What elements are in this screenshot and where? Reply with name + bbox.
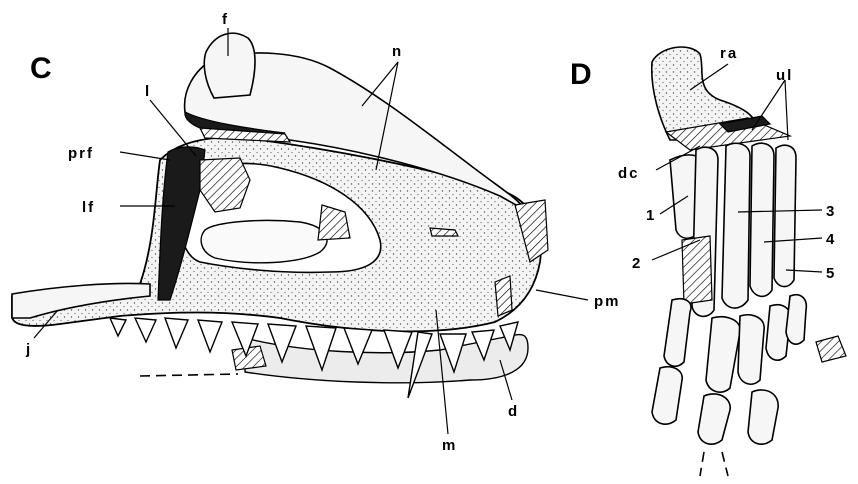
label-n: n <box>392 43 403 60</box>
phalanx-digit-1 <box>663 297 692 368</box>
orbit-shadow <box>157 146 206 301</box>
hatched-fragment-4 <box>494 275 513 317</box>
metacarpal-3 <box>721 142 751 309</box>
metacarpal-5 <box>773 144 797 288</box>
phalanx-digit-3 <box>737 314 765 385</box>
label-digit-2: 2 <box>632 255 642 272</box>
label-j: j <box>25 341 32 358</box>
metacarpal-4 <box>749 142 775 298</box>
upper-teeth <box>108 317 519 399</box>
label-f: f <box>222 11 229 28</box>
label-digit-1: 1 <box>646 207 656 224</box>
phalanx-digit-2 <box>705 316 741 393</box>
inner-fenestra <box>200 219 328 264</box>
phalanx-digit-1b <box>651 365 683 425</box>
hatched-fragment-5 <box>231 345 267 371</box>
hatched-fragment-3 <box>514 199 549 263</box>
nasal-hatch <box>198 127 292 143</box>
metacarpal-hatch <box>681 235 713 305</box>
phalanx-digit-4 <box>765 304 792 361</box>
panel-label-c: C <box>30 52 52 85</box>
label-digit-5: 5 <box>826 265 836 282</box>
label-dc: dc <box>618 165 640 182</box>
label-digit-3: 3 <box>826 203 836 220</box>
frontal-bone <box>203 32 256 99</box>
phalanx-digit-3b <box>747 389 779 445</box>
label-ul: ul <box>776 67 793 84</box>
skull-drawing <box>11 28 589 435</box>
jaw-dashed-outline <box>139 373 239 377</box>
ungual-claw <box>699 451 729 477</box>
phalanx-digit-2b <box>697 393 731 445</box>
label-m: m <box>442 437 457 454</box>
label-l: l <box>145 83 151 100</box>
hatched-fragment-6 <box>429 227 459 237</box>
manus-drawing <box>650 46 847 477</box>
hatched-fragment-1 <box>199 157 251 213</box>
panel-label-d: D <box>570 58 592 91</box>
loose-fragment <box>815 335 847 363</box>
phalanx-digit-5 <box>785 294 808 345</box>
label-lf: lf <box>82 199 95 216</box>
label-d: d <box>508 403 519 420</box>
hatched-fragment-2 <box>317 204 351 241</box>
jugal-bone <box>11 282 151 319</box>
distal-carpal <box>718 115 772 133</box>
label-digit-4: 4 <box>826 231 836 248</box>
label-prf: prf <box>68 145 94 162</box>
label-pm: pm <box>594 293 621 310</box>
label-ra: ra <box>720 45 738 62</box>
